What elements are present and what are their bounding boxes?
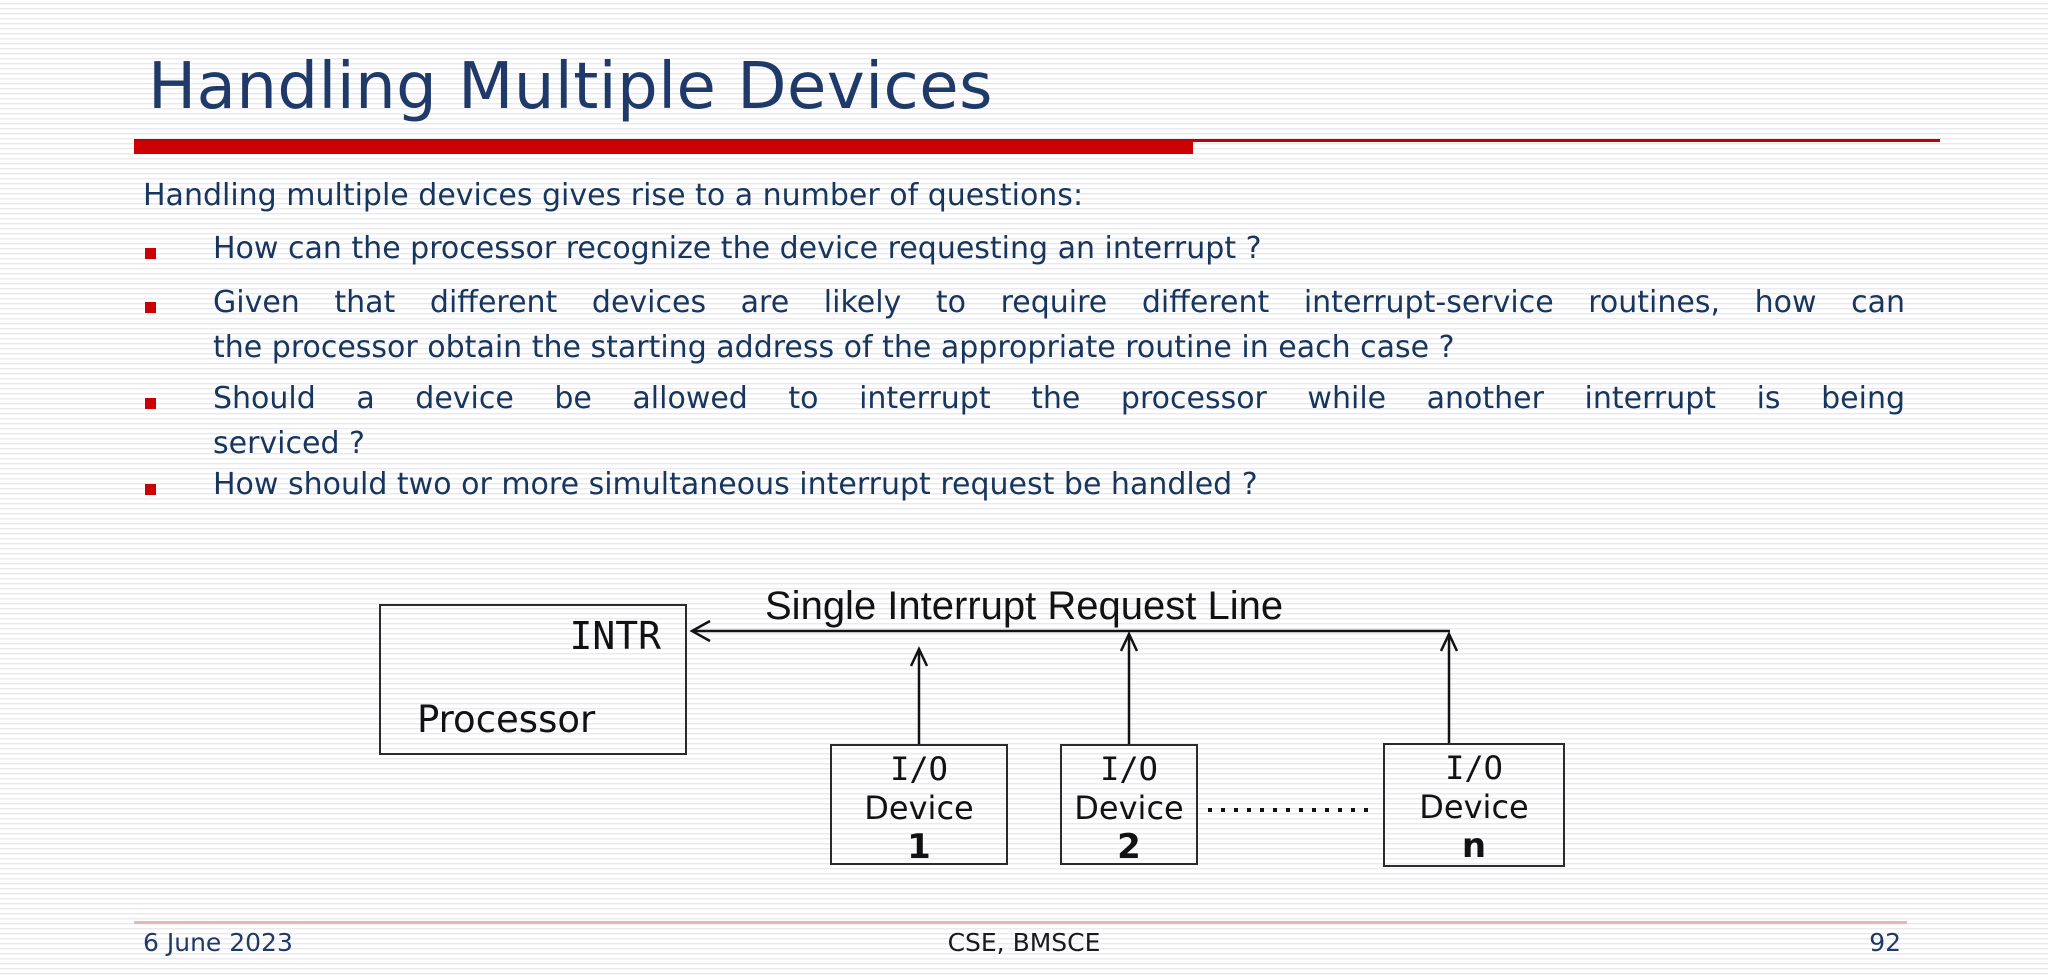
device-label: Device — [864, 789, 974, 827]
bullet-line: How should two or more simultaneous inte… — [213, 467, 1258, 502]
bullet-line: How can the processor recognize the devi… — [213, 231, 1262, 266]
device-number: n — [1461, 826, 1487, 866]
io-label: I/O — [890, 750, 948, 788]
io-device-box-n: I/O Device n — [1383, 743, 1565, 867]
processor-label: Processor — [417, 698, 596, 741]
intr-signal-label: INTR — [569, 614, 661, 658]
device-label: Device — [1419, 788, 1529, 826]
title-underline-thin-line — [134, 139, 1940, 142]
diagram-line-label: Single Interrupt Request Line — [765, 584, 1284, 628]
io-device-box-1: I/O Device 1 — [830, 744, 1008, 867]
bullet-square-icon — [145, 248, 156, 259]
bullet-square-icon — [145, 398, 156, 409]
processor-box: INTR Processor — [379, 604, 687, 755]
device-number: 1 — [907, 827, 931, 867]
footer-date: 6 June 2023 — [143, 928, 293, 957]
bullet-line: serviced ? — [213, 426, 365, 461]
io-label: I/O — [1100, 750, 1158, 788]
intro-text: Handling multiple devices gives rise to … — [143, 178, 1084, 213]
io-label: I/O — [1445, 749, 1503, 787]
device-number: 2 — [1117, 827, 1141, 867]
arrowhead-up-icon — [1439, 631, 1459, 652]
bullet-line: Given that different devices are likely … — [213, 285, 1905, 320]
io-device-box-2: I/O Device 2 — [1060, 744, 1198, 867]
arrowhead-left-icon — [689, 619, 711, 643]
title-underline-red-bar — [134, 141, 1193, 154]
bullet-line: the processor obtain the starting addres… — [213, 330, 1455, 365]
arrowhead-up-icon — [1119, 631, 1139, 652]
footer-page-number: 92 — [1869, 928, 1901, 957]
footer-divider — [134, 921, 1907, 924]
bullet-square-icon — [145, 484, 156, 495]
bullet-square-icon — [145, 302, 156, 313]
slide-title: Handling Multiple Devices — [148, 50, 993, 124]
arrowhead-up-icon — [909, 646, 929, 667]
device-label: Device — [1074, 789, 1184, 827]
footer-institution: CSE, BMSCE — [947, 928, 1101, 957]
bullet-line: Should a device be allowed to interrupt … — [213, 381, 1905, 416]
